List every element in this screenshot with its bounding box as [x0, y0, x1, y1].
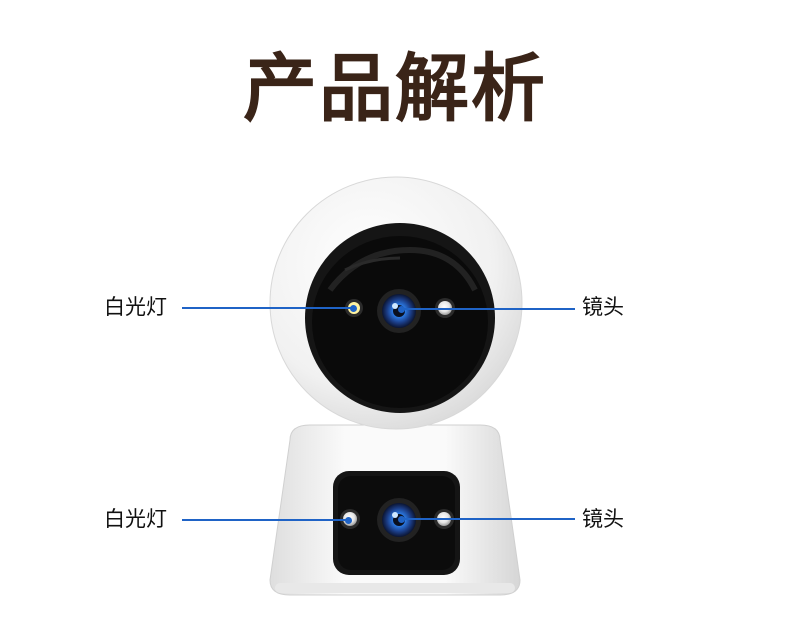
bottom-lens — [377, 498, 421, 542]
page-title: 产品解析 — [243, 46, 547, 132]
top-lens — [377, 289, 421, 333]
callout-dot-lens-top — [398, 306, 405, 313]
callout-label-white-light-top: 白光灯 — [104, 295, 167, 319]
callout-line-lens-bottom — [402, 518, 575, 520]
callout-line-white-light-bottom — [182, 519, 349, 521]
callout-dot-white-light-top — [350, 305, 357, 312]
callout-line-lens-top — [402, 308, 575, 310]
callout-dot-white-light-bottom — [345, 517, 352, 524]
callout-label-white-light-bottom: 白光灯 — [104, 507, 167, 531]
callout-label-lens-bottom: 镜头 — [582, 507, 624, 531]
callout-line-white-light-top — [182, 307, 353, 309]
callout-label-lens-top: 镜头 — [582, 295, 624, 319]
callout-dot-lens-bottom — [398, 516, 405, 523]
